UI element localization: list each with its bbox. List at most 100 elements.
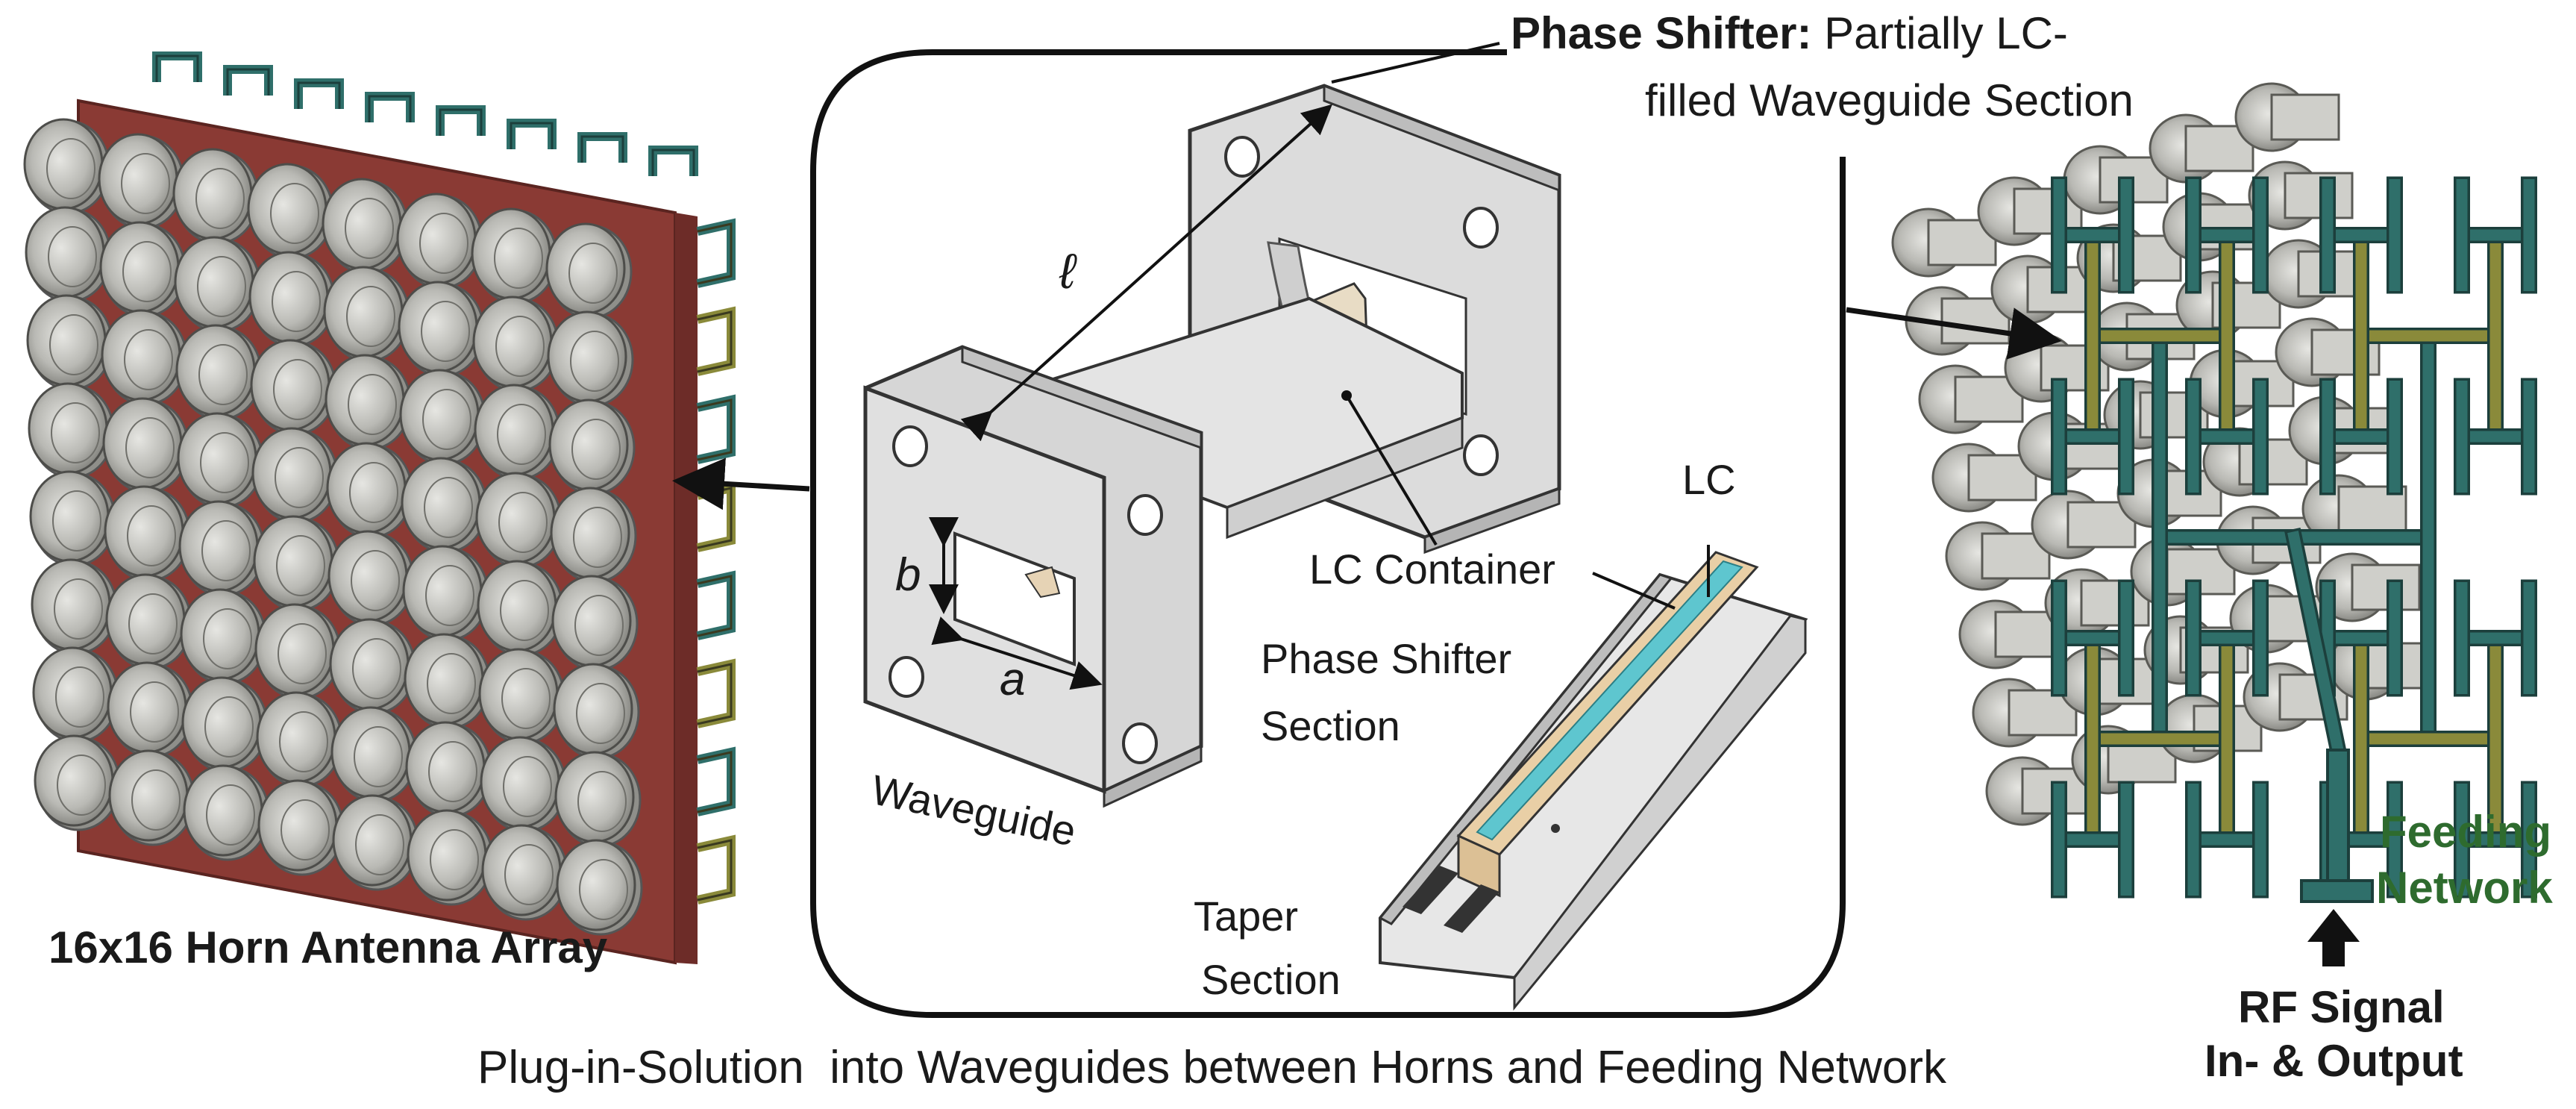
side-connector [696,218,736,288]
horn-element [99,221,180,313]
top-connector [648,146,698,176]
horn-element [477,560,557,652]
horn-element [254,603,335,696]
horn-element [183,764,263,857]
horn-element [174,236,254,328]
top-connector [436,105,486,136]
feed-tree [2051,176,2537,899]
phase-shifter-section-label-line2: Section [1261,702,1400,749]
horn-element [98,133,178,225]
horn-element [28,382,108,475]
horn-element [102,397,183,490]
horn-element [322,178,402,270]
phase-shifter-title: Phase Shifter: Partially LC- [1511,11,2068,56]
horn-element [407,809,487,902]
horn-element [402,545,483,637]
horn-element [332,794,413,887]
horn-antenna-array [23,51,736,965]
horn-element [247,163,328,255]
arrow-to-feeding-network [1846,307,2062,360]
horn-element [553,663,633,755]
taper-section-label-line1: Taper [1194,893,1299,940]
title-leader-line [1331,42,1500,84]
horn-element [401,457,481,549]
top-connector [365,92,415,122]
top-connector [294,78,344,109]
horn-element [329,618,410,710]
feeding-network-label-line1: Feeding [2380,807,2552,857]
side-connector [696,306,736,376]
horn-element [472,296,553,388]
horn-element [475,472,556,564]
horn-element [253,515,333,607]
horn-element [330,706,411,799]
length-label: ℓ [1059,243,1076,299]
horn-element [108,749,189,842]
horn-element [480,736,560,828]
figure-caption: Plug-in-Solution into Waveguides between… [477,1042,1947,1093]
horn-element [478,648,559,740]
horn-element [396,193,477,285]
horn-element [405,721,486,813]
rf-input-arrow [2307,909,2360,966]
horn-element [177,412,257,504]
lc-container-insert-leader [1592,572,1676,610]
horn-element [257,779,338,872]
horn-element [551,575,632,667]
phase-shifter-section-label-line1: Phase Shifter [1261,635,1512,682]
b-label: b [895,549,921,601]
lc-label: LC [1682,456,1736,503]
feeding-network [1891,82,2537,903]
horn-element [248,251,329,343]
horn-element [101,309,181,402]
rf-signal-label-line2: In- & Output [2204,1036,2463,1086]
horn-element [251,427,332,519]
phase-shifter-frame [810,49,1846,1018]
phase-shifter-title-bold: Phase Shifter: [1511,8,1812,58]
horn-element [325,354,405,446]
horn-element [256,691,336,784]
lc-strip [1476,560,1743,841]
horn-element [105,573,186,666]
phase-shifter-insert [1378,551,1808,1011]
phase-shifter-title-rest: Partially LC- [1824,8,2068,58]
horn-element [323,266,404,358]
horn-element [399,369,480,461]
top-connector [507,119,557,149]
top-connector [152,51,202,82]
top-connector [223,65,273,96]
horn-element [556,839,636,931]
horn-element [398,281,478,373]
horn-element [481,824,562,916]
side-feed-connectors [696,218,736,905]
a-label: a [1000,654,1026,705]
horn-element [328,530,408,622]
horn-grid [23,118,643,936]
horn-element [326,442,407,534]
top-feed-connectors [152,51,698,176]
feeding-network-label-line2: Network [2376,863,2553,913]
horn-element [474,384,554,476]
horn-element [25,206,105,299]
lc-container-leader [1345,394,1438,546]
horn-element [548,399,629,491]
arrow-to-horn-array [672,457,810,510]
horn-element [29,470,110,563]
horn-element [471,207,551,300]
side-connector [696,482,736,552]
a-dimension-arrow [931,616,1103,690]
horn-element [107,661,187,754]
rf-signal-label-line1: RF Signal [2238,982,2445,1032]
lc-container-label: LC Container [1309,546,1555,593]
side-connector [696,570,736,640]
horn-element [32,646,113,739]
horn-element [250,339,330,431]
waveguide-3d [863,84,1561,808]
side-connector [696,834,736,905]
horn-element [175,324,256,416]
phase-shifter-title-line2: filled Waveguide Section [1645,75,2134,125]
taper-section-label-line2: Section [1201,956,1341,1003]
horn-element [26,294,107,387]
horn-element [104,485,184,578]
